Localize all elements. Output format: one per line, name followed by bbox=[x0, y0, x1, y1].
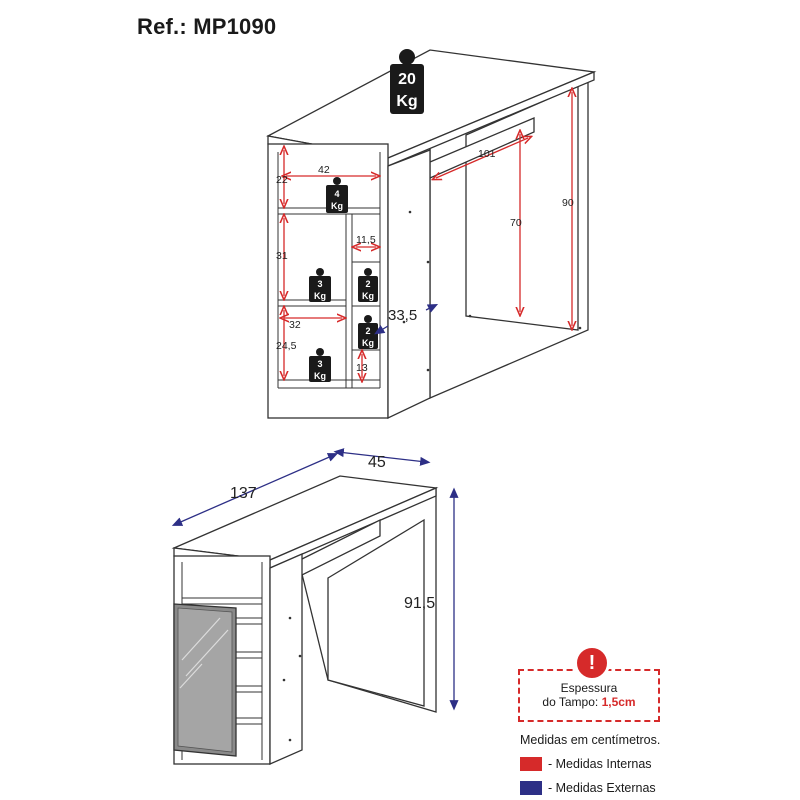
dim-line-45 bbox=[333, 448, 431, 466]
svg-text:20: 20 bbox=[398, 71, 416, 88]
legend-internal: - Medidas Internas bbox=[520, 752, 660, 776]
weight-3kg-bottom-icon: 3 Kg bbox=[309, 348, 331, 382]
reference-title: Ref.: MP1090 bbox=[137, 14, 277, 39]
dim-13: 13 bbox=[356, 362, 368, 374]
dim-70: 70 bbox=[510, 217, 522, 229]
svg-text:Kg: Kg bbox=[396, 93, 417, 110]
dim-22: 22 bbox=[276, 174, 288, 186]
weight-2kg-upper-icon: 2 Kg bbox=[358, 268, 378, 302]
notice-line1: Espessura bbox=[560, 681, 618, 695]
dim-137: 137 bbox=[230, 485, 257, 502]
internal-dimensions bbox=[284, 92, 572, 378]
svg-text:3: 3 bbox=[317, 279, 322, 289]
notice-line2: do Tampo: 1,5cm bbox=[542, 695, 636, 709]
bottom-drawing: 137 45 91,5 bbox=[171, 448, 459, 765]
dim-45: 45 bbox=[368, 454, 386, 471]
legend-title: Medidas em centímetros. bbox=[520, 733, 661, 747]
dim-90: 90 bbox=[562, 197, 574, 209]
cabinet-side bbox=[387, 149, 431, 420]
bottom-cabinet-side bbox=[269, 553, 303, 765]
dim-101: 101 bbox=[478, 148, 496, 160]
dim-32: 32 bbox=[289, 319, 301, 331]
weight-2kg-lower-icon: 2 Kg bbox=[358, 315, 378, 349]
dim-33-5: 33,5 bbox=[388, 307, 417, 324]
svg-text:2: 2 bbox=[365, 279, 370, 289]
weight-3kg-mid-icon: 3 Kg bbox=[309, 268, 331, 302]
dim-line-137 bbox=[171, 453, 339, 526]
internal-color-swatch bbox=[520, 757, 542, 771]
dim-31: 31 bbox=[276, 250, 288, 262]
top-drawing: 20 Kg 4 Kg 3 Kg 2 Kg 2 Kg bbox=[266, 49, 597, 420]
svg-text:3: 3 bbox=[317, 359, 322, 369]
external-color-swatch bbox=[520, 781, 542, 795]
warning-icon: ! bbox=[574, 645, 610, 681]
legend-external: - Medidas Externas bbox=[520, 776, 660, 800]
svg-text:Kg: Kg bbox=[362, 338, 374, 348]
legend: Medidas em centímetros. - Medidas Intern… bbox=[520, 728, 660, 800]
dim-42: 42 bbox=[318, 164, 330, 176]
svg-text:Kg: Kg bbox=[314, 291, 326, 301]
dim-24-5: 24,5 bbox=[276, 340, 297, 352]
dim-11-5: 11,5 bbox=[356, 234, 376, 246]
svg-text:4: 4 bbox=[334, 189, 339, 199]
notice-thickness-value: 1,5cm bbox=[601, 695, 636, 709]
weight-20kg-icon: 20 Kg bbox=[390, 49, 424, 114]
svg-text:Kg: Kg bbox=[314, 371, 326, 381]
dim-91-5: 91,5 bbox=[404, 595, 435, 612]
svg-text:Kg: Kg bbox=[331, 201, 343, 211]
bottom-right-leg-inner bbox=[327, 518, 425, 707]
svg-text:2: 2 bbox=[365, 326, 370, 336]
svg-text:Kg: Kg bbox=[362, 291, 374, 301]
